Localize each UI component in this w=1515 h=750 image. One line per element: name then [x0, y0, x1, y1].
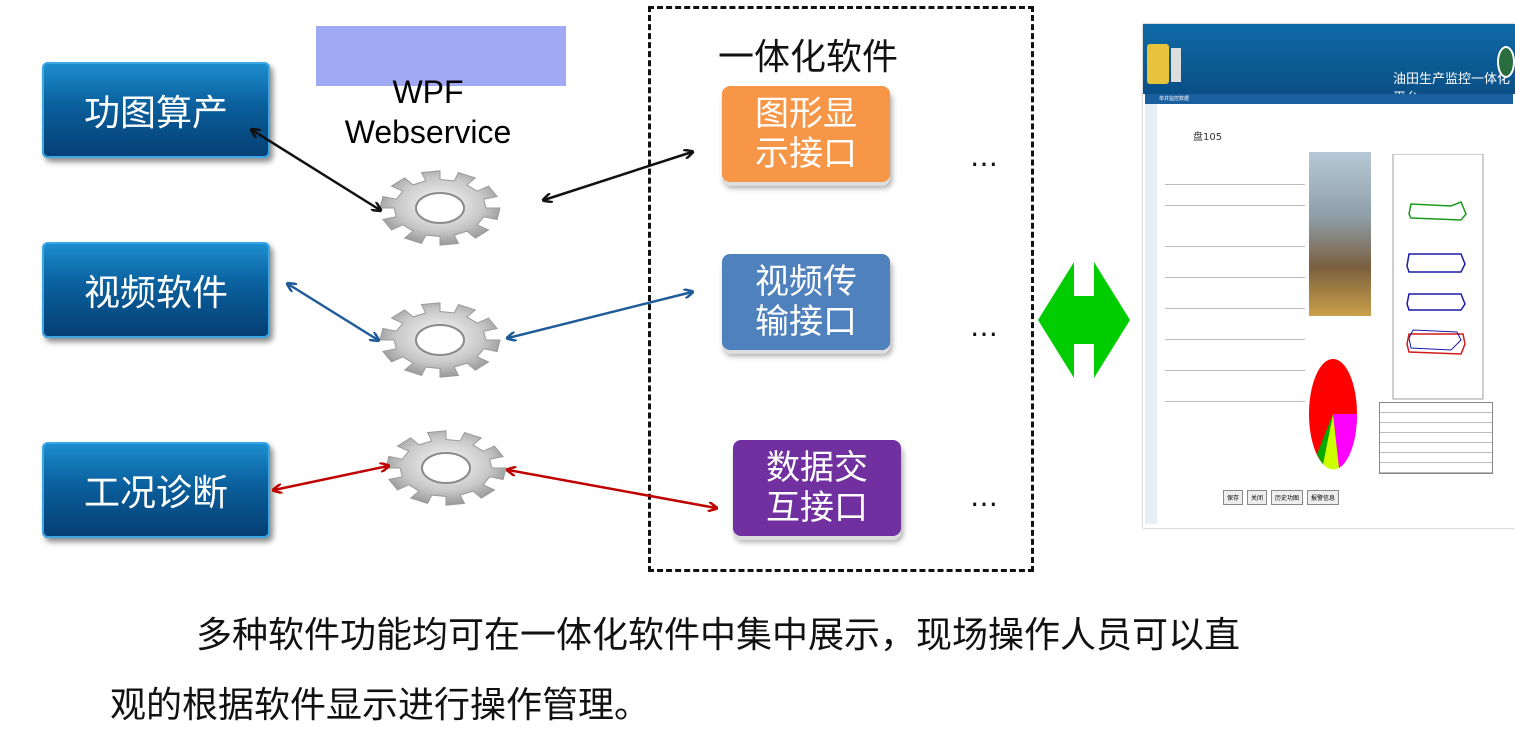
interface-label: 图形显示接口: [755, 94, 857, 174]
platform-emblem-icon: [1497, 46, 1515, 78]
gear-hole: [421, 452, 471, 484]
interface-label: 视频传输接口: [755, 262, 857, 342]
left-box-power-diagram: 功图算产: [42, 62, 270, 158]
window-sidebar: [1145, 104, 1157, 524]
interface-graphics-display: 图形显示接口: [722, 86, 890, 182]
green-double-arrow: [1038, 262, 1130, 378]
ellipsis-3: …: [970, 480, 998, 513]
params-panel: [1165, 174, 1305, 474]
close-button[interactable]: 关闭: [1247, 490, 1268, 505]
gear-hole: [415, 324, 465, 356]
alarm-button[interactable]: 报警信息: [1307, 490, 1340, 505]
arrow-diagnosis-to-gear: [274, 466, 388, 490]
well-label: 盘105: [1193, 132, 1223, 143]
integrated-software-title: 一体化软件: [718, 37, 899, 78]
arrow-gear-to-graphics: [544, 152, 692, 200]
window-button-row: 保存 关闭 历史功图 报警信息: [1223, 490, 1340, 505]
wellsite-photo: [1309, 152, 1371, 316]
arrow-gear-to-video-interface: [508, 292, 692, 338]
data-table: [1379, 402, 1493, 474]
history-chart-button[interactable]: 历史功图: [1271, 490, 1304, 505]
window-titlebar: [1145, 94, 1513, 104]
caption-line2: 观的根据软件显示进行操作管理。: [110, 685, 651, 726]
left-box-label: 工况诊断: [83, 473, 228, 514]
left-box-condition-diagnosis: 工况诊断: [42, 442, 270, 538]
save-button[interactable]: 保存: [1223, 490, 1244, 505]
arrow-video-to-gear: [288, 284, 378, 340]
middleware-line1: WPF: [392, 74, 464, 110]
left-box-label: 视频软件: [83, 273, 228, 314]
ellipsis-1: …: [970, 140, 998, 173]
caption-line1: 多种软件功能均可在一体化软件中集中展示，现场操作人员可以直: [196, 615, 1241, 656]
interface-video-transmission: 视频传输接口: [722, 254, 890, 350]
arrow-gear-to-data-interface: [508, 470, 716, 508]
gear-hole: [415, 192, 465, 224]
left-box-label: 功图算产: [83, 93, 228, 134]
platform-screenshot: 油田生产监控一体化平台 单井监控数据 盘105 保存 关闭 历史: [1143, 24, 1515, 528]
dynamometer-charts: [1392, 154, 1484, 400]
interface-label: 数据交互接口: [766, 448, 868, 528]
arrow-powerdiagram-to-gear: [252, 130, 380, 210]
wpf-highlight-bar: [316, 26, 566, 86]
left-box-video-software: 视频软件: [42, 242, 270, 338]
pie-chart: [1309, 359, 1358, 470]
platform-header: [1143, 24, 1515, 94]
window-title: 单井监控数据: [1159, 96, 1190, 102]
interface-data-exchange: 数据交互接口: [733, 440, 901, 536]
platform-toolbar-icon: [1171, 48, 1181, 82]
platform-logo-icon: [1147, 44, 1169, 84]
ellipsis-2: …: [970, 310, 998, 343]
